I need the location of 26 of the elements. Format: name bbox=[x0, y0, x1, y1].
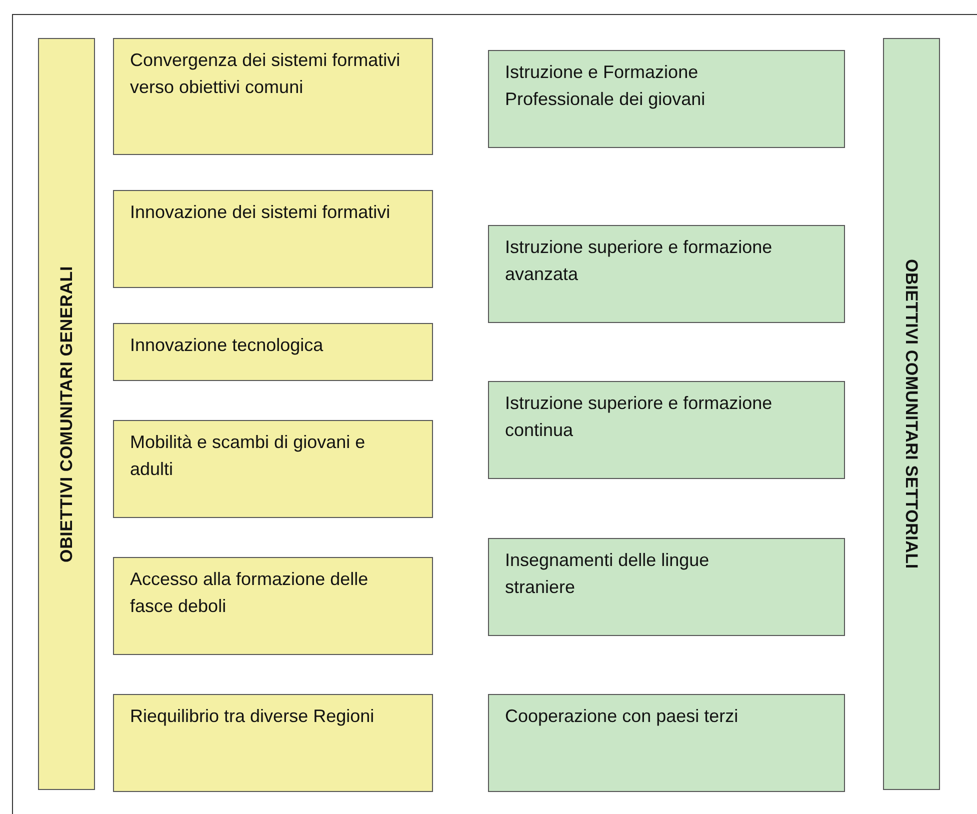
objective-box bbox=[488, 225, 845, 323]
objective-text: Insegnamenti delle lingue straniere bbox=[505, 549, 710, 599]
objective-box bbox=[113, 694, 433, 792]
objective-text: Innovazione dei sistemi formativi bbox=[130, 201, 392, 224]
banner-title: OBIETTIVI COMUNITARI SETTORIALI bbox=[901, 259, 922, 569]
objective-text: Convergenza dei sistemi formativi verso obiettivi comuni bbox=[130, 49, 402, 99]
vertical-banner bbox=[38, 38, 95, 790]
objective-text: Istruzione superiore e formazione continua bbox=[505, 392, 774, 442]
objective-box bbox=[488, 694, 845, 792]
objective-box bbox=[113, 190, 433, 288]
objective-box bbox=[113, 557, 433, 655]
objective-box bbox=[113, 38, 433, 155]
objective-text: Riequilibrio tra diverse Regioni bbox=[130, 705, 376, 728]
objective-text: Istruzione e Formazione Professionale dei giovani bbox=[505, 61, 706, 111]
objective-text: Innovazione tecnologica bbox=[130, 334, 324, 357]
objective-text: Cooperazione con paesi terzi bbox=[505, 705, 740, 728]
banner-title: OBIETTIVI COMUNITARI GENERALI bbox=[56, 266, 77, 562]
objective-box bbox=[113, 420, 433, 518]
objective-box bbox=[488, 50, 845, 148]
objective-text: Accesso alla formazione delle fasce deboli bbox=[130, 568, 370, 618]
objective-box bbox=[113, 323, 433, 381]
objective-text: Istruzione superiore e formazione avanzata bbox=[505, 236, 774, 286]
objective-text: Mobilità e scambi di giovani e adulti bbox=[130, 431, 366, 481]
vertical-banner bbox=[883, 38, 940, 790]
objective-box bbox=[488, 538, 845, 636]
objective-box bbox=[488, 381, 845, 479]
